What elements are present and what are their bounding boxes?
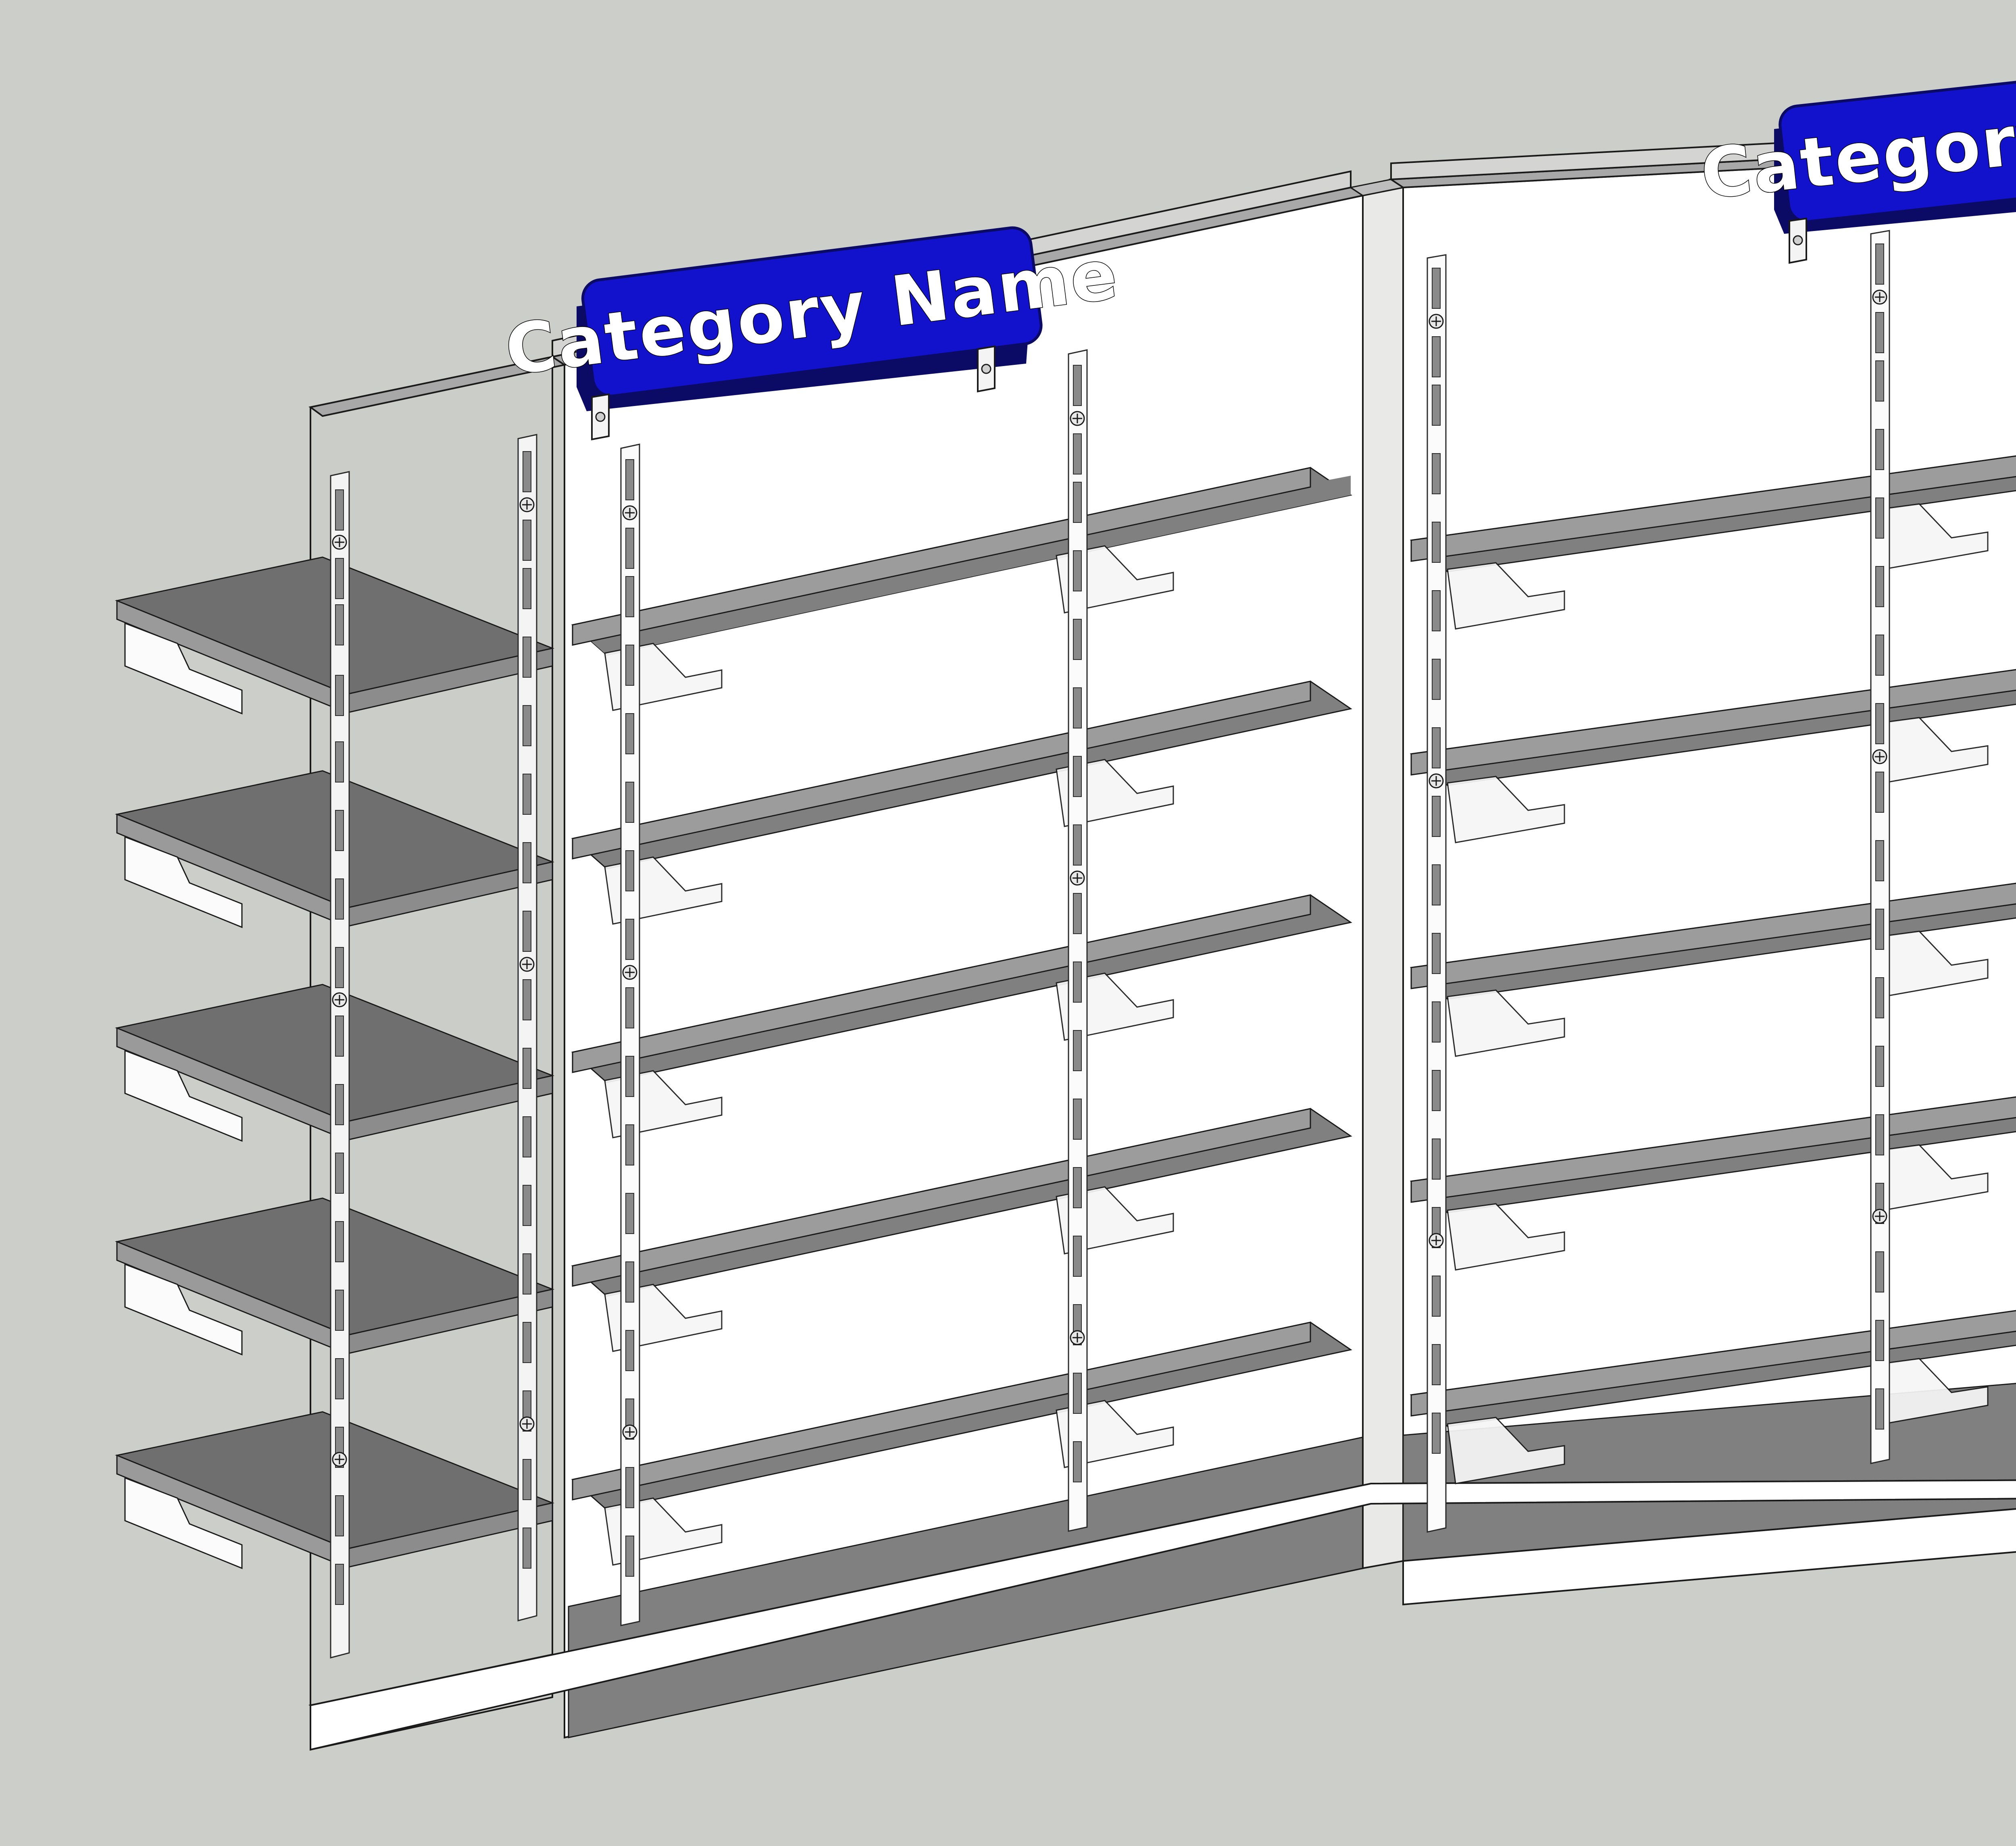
right-bay-base-front [1402, 1508, 2016, 1606]
shelf-bracket [124, 1049, 243, 1142]
divider-panel-face [1362, 186, 1404, 1569]
upright-endcap-left-back[interactable] [517, 434, 537, 1621]
upright-right-bay-2[interactable] [1870, 230, 1890, 1464]
upright-screws [1429, 314, 1444, 1248]
sign-left-brackets [591, 345, 996, 441]
shelf-front-lip [572, 1322, 1311, 1501]
upright-left-bay-1[interactable] [620, 443, 640, 1626]
upright-left-bay-2[interactable] [1068, 349, 1088, 1532]
shelf-front-lip [1410, 1096, 2016, 1203]
shelf-brackets [1447, 503, 1989, 630]
upright-screws [519, 497, 535, 1432]
upright-slots [1875, 243, 1884, 1430]
shelf-front-lip [572, 894, 1311, 1073]
shelf-front-lip [1410, 882, 2016, 989]
shelf-front-lip [572, 681, 1311, 860]
right-bay-shelf-2[interactable] [1410, 552, 2016, 843]
shelf-bracket [124, 1477, 243, 1569]
shelf-front-lip [572, 1108, 1311, 1287]
upright-endcap-left-front[interactable] [330, 471, 350, 1659]
right-bay-shelves [1410, 339, 2016, 1484]
right-bay-shelf-3[interactable] [1410, 766, 2016, 1057]
endcap-left-uprights [330, 434, 537, 1659]
upright-screws [622, 505, 637, 1440]
sign-left-face[interactable] [581, 226, 1043, 398]
sign-right-brackets [1789, 217, 1807, 264]
upright-slots [1073, 365, 1082, 1482]
left-bay [550, 170, 1365, 1739]
left-bay-uprights [620, 349, 1088, 1626]
base-rail-front [310, 1479, 2016, 1751]
upright-body [517, 434, 537, 1621]
sign-bracket [977, 345, 996, 393]
right-bay-shelf-5[interactable] [1410, 1193, 2016, 1484]
upright-screws [1070, 411, 1085, 1345]
sign-right-assembly[interactable]: Category Name [1695, 50, 2016, 264]
shelf-brackets [1447, 717, 1989, 843]
right-bay-kick-plate [1402, 1383, 2016, 1562]
sign-bracket [591, 393, 610, 441]
shelf-brackets [1447, 1144, 1989, 1271]
shelf-front-lip [572, 467, 1311, 646]
shelf-brackets [1447, 930, 1989, 1057]
upright-screws [332, 535, 347, 1467]
shelf-bracket [124, 622, 243, 715]
upright-slots [1432, 268, 1441, 1454]
right-bay-shelf-1[interactable] [1410, 339, 2016, 630]
shelf-front-lip [1410, 455, 2016, 562]
upright-slots [335, 489, 344, 1605]
shelf-bracket [124, 836, 243, 928]
gondola-base-rail [310, 1479, 2016, 1751]
shelf-front-lip [1410, 669, 2016, 776]
sign-bracket [1789, 217, 1807, 264]
shelf-front-lip [1410, 1310, 2016, 1417]
upright-body [1068, 349, 1088, 1532]
right-bay-shelf-4[interactable] [1410, 980, 2016, 1271]
upright-body [620, 443, 640, 1626]
shelf-bracket [124, 1263, 243, 1356]
upright-body [330, 471, 350, 1659]
upright-right-bay-1[interactable] [1427, 254, 1447, 1533]
sign-right-face[interactable] [1778, 60, 2016, 224]
right-bay-uprights [1427, 230, 1890, 1533]
shelf-brackets [1447, 1358, 1989, 1484]
upright-screws [1872, 289, 1887, 1224]
